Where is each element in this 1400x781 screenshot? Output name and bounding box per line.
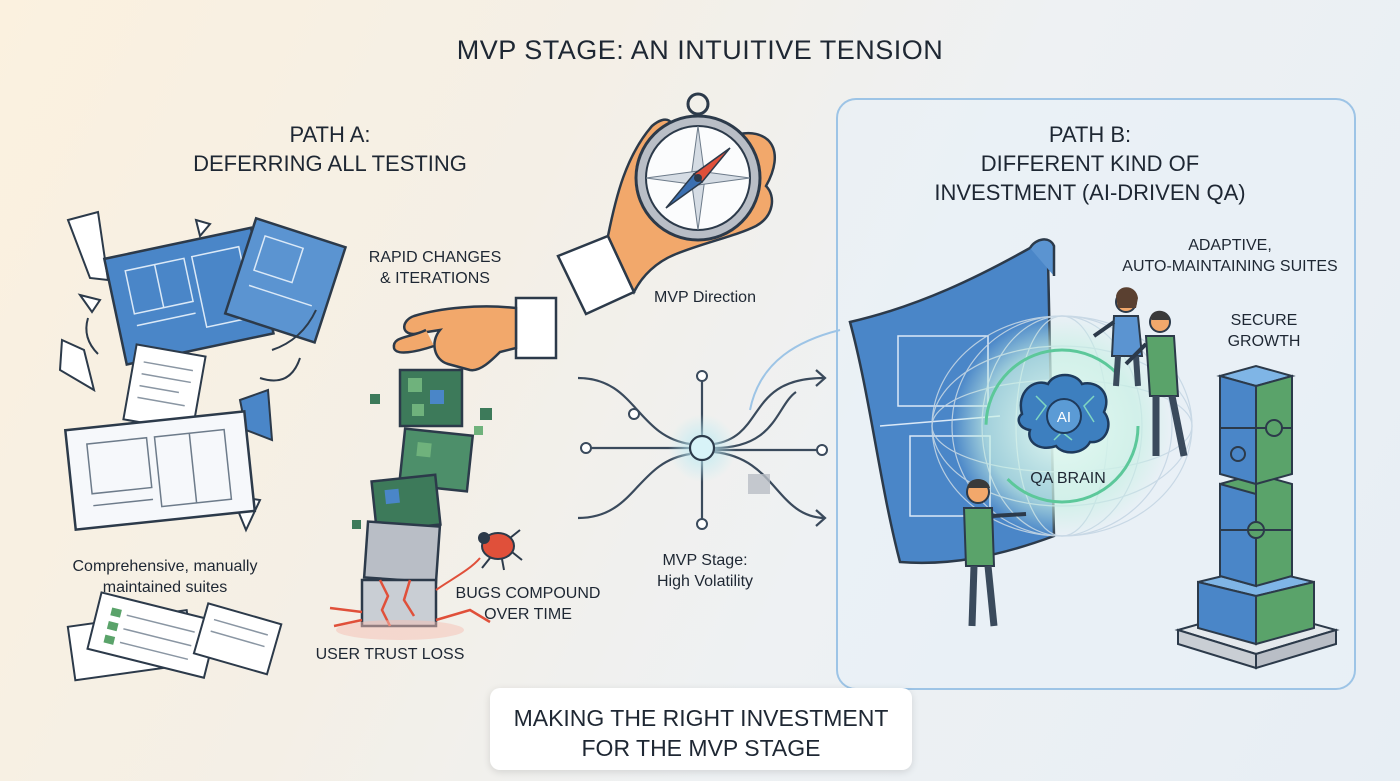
manual-suites-line2: maintained suites [102, 578, 228, 596]
path-b-heading-line2: DIFFERENT KIND OF [980, 151, 1200, 177]
bugs-compound-line2: OVER TIME [484, 605, 572, 623]
scattered-blueprints-illustration [58, 210, 348, 533]
adaptive-suites-label: ADAPTIVE, AUTO-MAINTAINING SUITES [1100, 236, 1360, 278]
conclusion-text: MAKING THE RIGHT INVESTMENT FOR THE MVP … [490, 703, 912, 764]
conclusion-box [490, 688, 912, 770]
conclusion-line1: MAKING THE RIGHT INVESTMENT [513, 705, 889, 731]
connector-curve [749, 329, 841, 411]
mvp-stage-line2: High Volatility [656, 572, 754, 590]
rapid-changes-line2: & ITERATIONS [380, 269, 490, 287]
compass-hand-illustration [556, 92, 776, 316]
adaptive-suites-line1: ADAPTIVE, [1188, 237, 1272, 254]
path-a-heading-line1: PATH A: [289, 122, 371, 147]
bugs-compound-label: BUGS COMPOUND OVER TIME [448, 584, 608, 626]
qa-brain-label: QA BRAIN [1030, 470, 1106, 487]
path-b-heading-line3: INVESTMENT (AI-DRIVEN QA) [934, 180, 1246, 206]
mvp-stage-label: MVP Stage: High Volatility [620, 551, 790, 593]
page-title: MVP STAGE: AN INTUITIVE TENSION [456, 35, 944, 65]
rapid-changes-label: RAPID CHANGES & ITERATIONS [360, 248, 510, 290]
mvp-stage-line1: MVP Stage: [662, 552, 748, 569]
volatility-network-illustration [577, 369, 828, 530]
path-b-heading-line1: PATH B: [1048, 122, 1132, 147]
manual-suites-line1: Comprehensive, manually [72, 558, 258, 575]
ai-qa-brain-illustration: AI [848, 238, 1193, 627]
secure-growth-line2: GROWTH [1227, 332, 1301, 350]
secure-growth-tower-illustration [1174, 364, 1340, 670]
path-a-heading: PATH A: DEFERRING ALL TESTING [150, 120, 510, 178]
mvp-direction-label: MVP Direction [654, 289, 756, 306]
secure-growth-line1: SECURE [1230, 312, 1298, 329]
path-a-heading-line2: DEFERRING ALL TESTING [193, 151, 467, 177]
manual-test-documents-illustration [66, 591, 283, 682]
bugs-compound-line1: BUGS COMPOUND [455, 585, 601, 602]
rapid-changes-line1: RAPID CHANGES [368, 249, 502, 266]
ai-chip-label: AI [1057, 409, 1071, 426]
path-b-heading: PATH B: DIFFERENT KIND OF INVESTMENT (AI… [880, 120, 1300, 207]
user-trust-loss-label: USER TRUST LOSS [315, 646, 465, 663]
manual-suites-label: Comprehensive, manually maintained suite… [50, 557, 280, 599]
secure-growth-label: SECURE GROWTH [1214, 311, 1314, 353]
conclusion-line2: FOR THE MVP STAGE [581, 735, 821, 762]
crumbling-cube-tower-illustration [329, 296, 558, 640]
adaptive-suites-line2: AUTO-MAINTAINING SUITES [1122, 257, 1338, 275]
